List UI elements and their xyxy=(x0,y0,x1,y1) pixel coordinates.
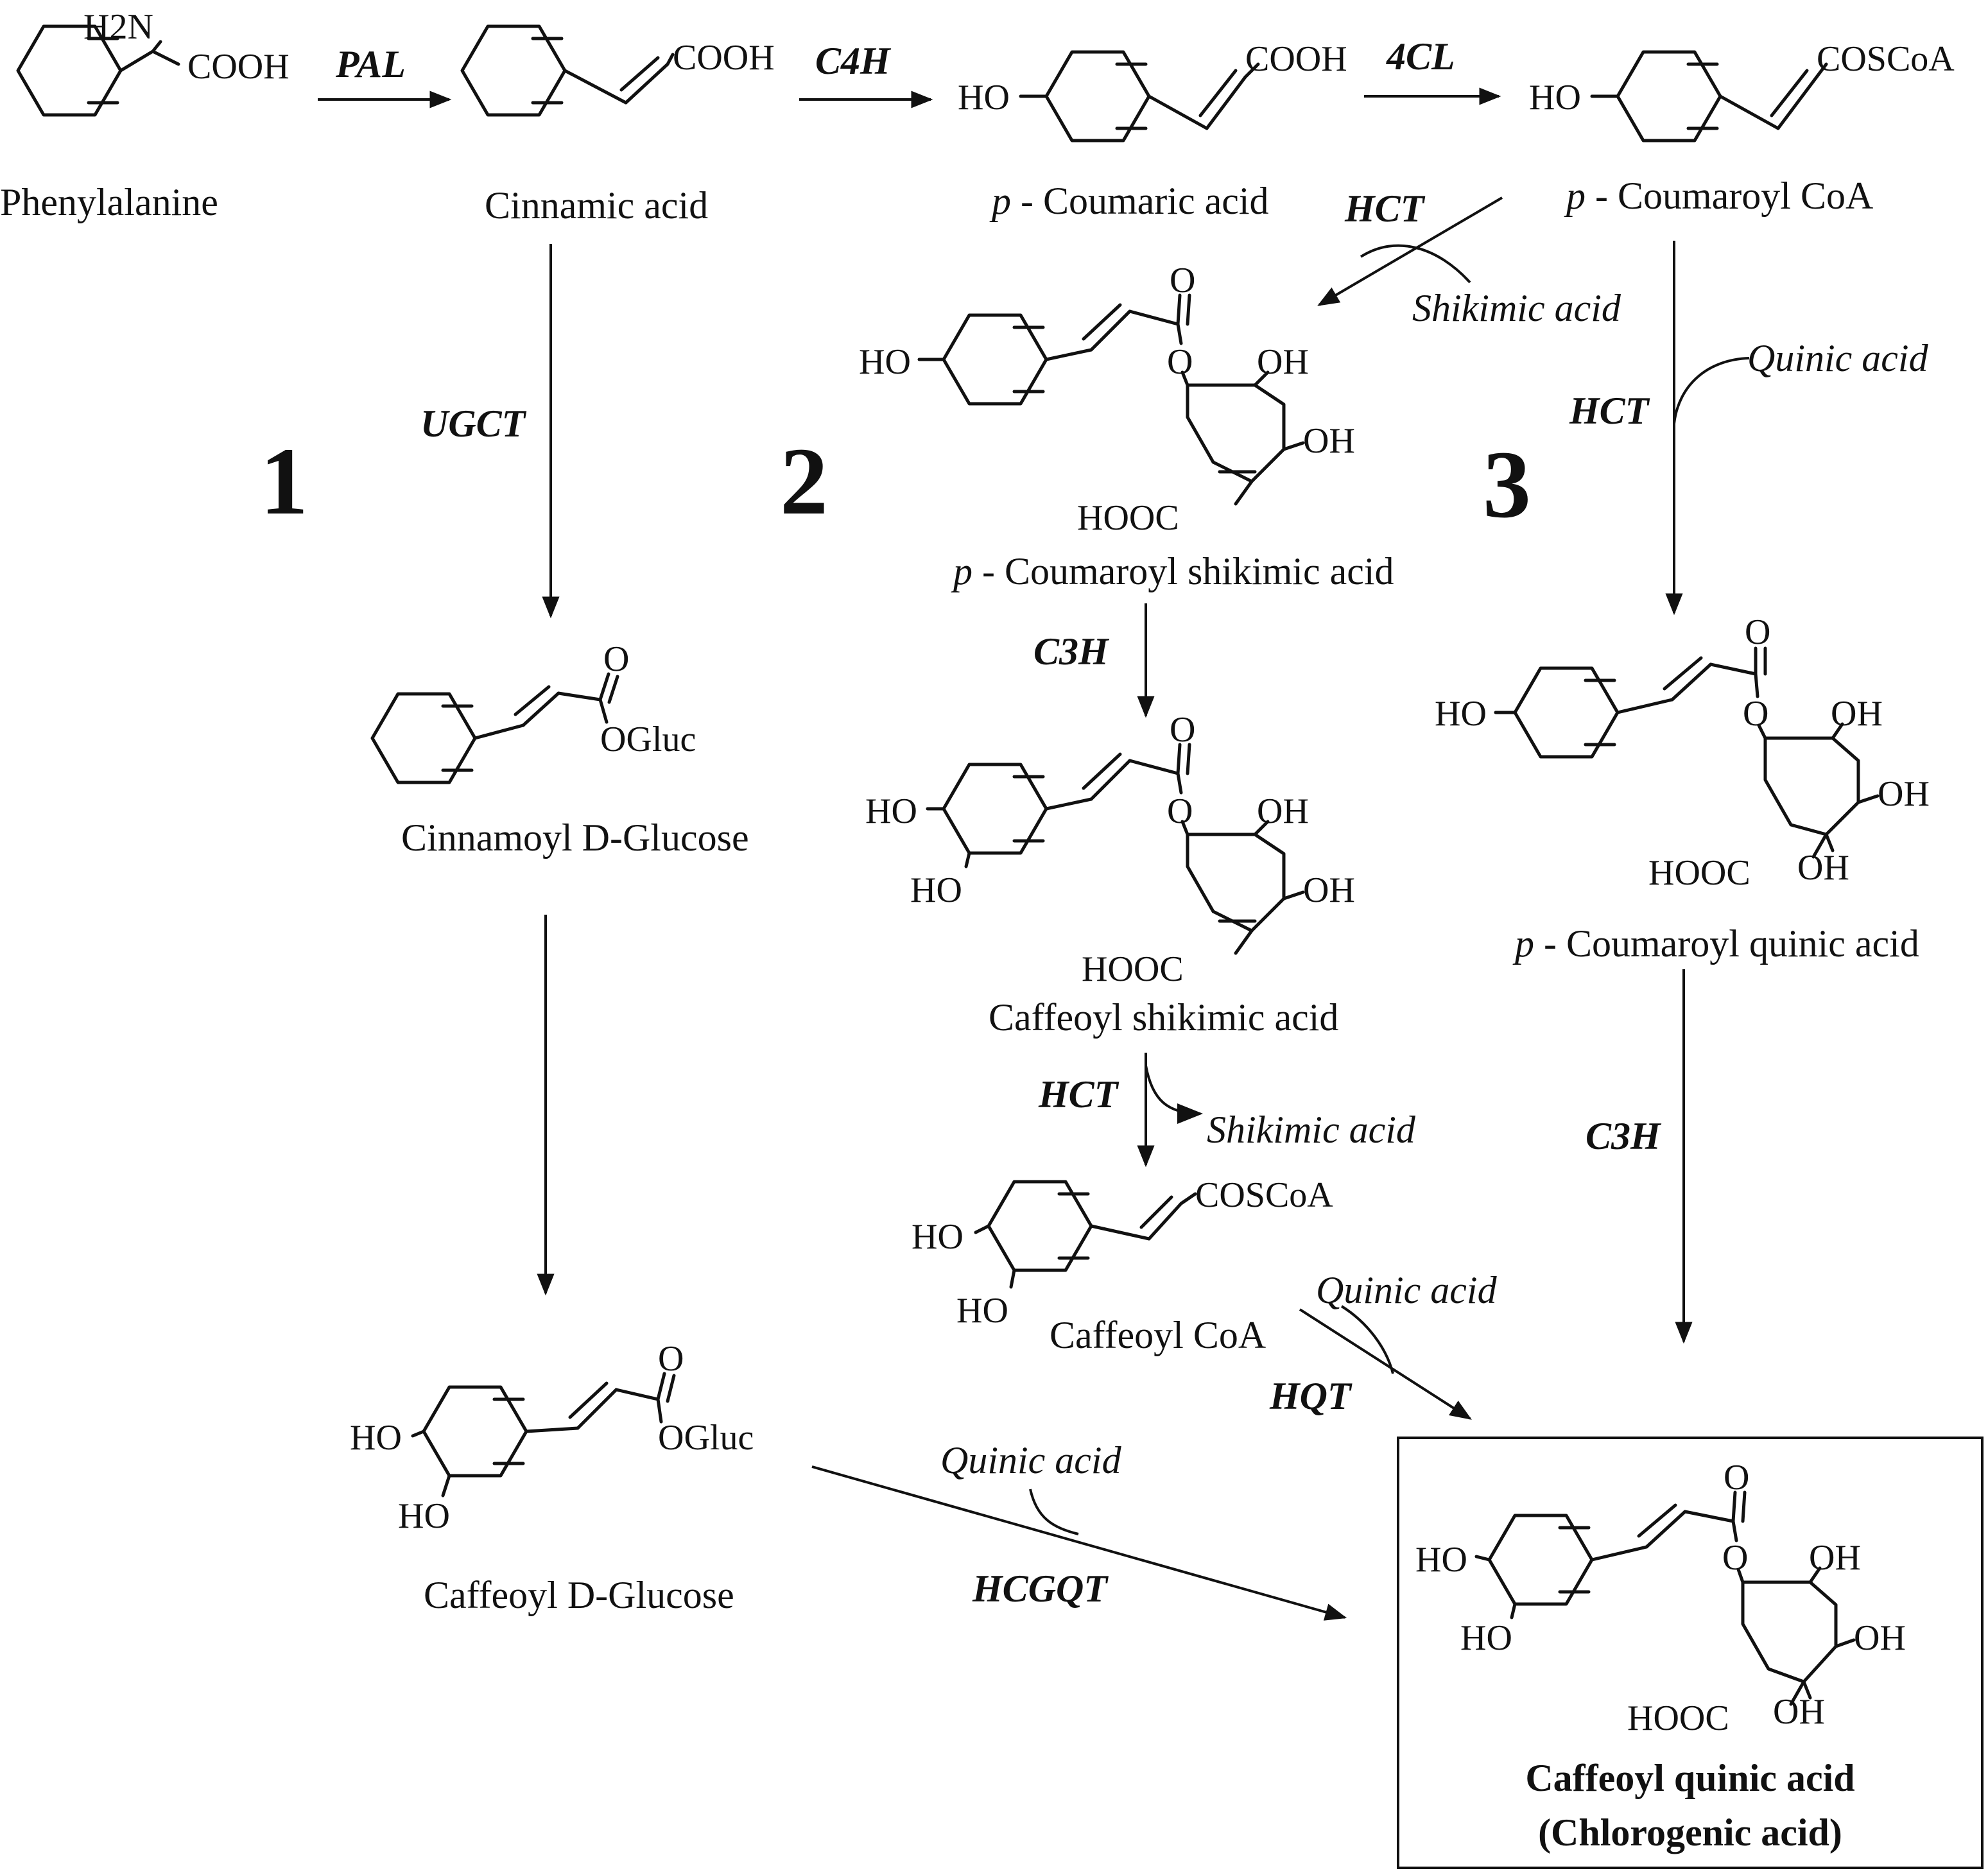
chlorogenic-acid-structure: HO HO O O OH OH HOOC OH xyxy=(1397,1437,1984,1869)
pathway-number-3: 3 xyxy=(1483,431,1531,538)
p-coumaric-acid-structure: HO COOH xyxy=(958,39,1347,142)
enzyme-c3h-2: C3H xyxy=(1586,1115,1662,1157)
cq-ester-o-label: O xyxy=(1743,694,1768,734)
arrow-hcgqt xyxy=(811,1465,1347,1621)
caf-shik-hooc-label: HOOC xyxy=(1082,949,1184,989)
cofactor-quinic-acid-3: Quinic acid xyxy=(940,1439,1122,1481)
cofactor-shikimic-acid-1: Shikimic acid xyxy=(1412,287,1621,329)
caf-coa-ho2-label: HO xyxy=(956,1291,1008,1331)
caf-shik-ho1-label: HO xyxy=(865,791,917,831)
cinnamic-acid-structure: COOH xyxy=(460,24,775,117)
phenylalanine-name: Phenylalanine xyxy=(0,181,218,223)
cqa-ester-o-label: O xyxy=(1722,1538,1748,1578)
cqa-oh1-label: OH xyxy=(1809,1538,1861,1578)
p-coumaroyl-quinic-acid-name: p - Coumaroyl quinic acid xyxy=(1512,922,1919,965)
caffeoyl-coa-name: Caffeoyl CoA xyxy=(1050,1314,1266,1356)
cg-carbonyl-o-label: O xyxy=(603,639,629,679)
cinnamic-acid-name: Cinnamic acid xyxy=(485,184,708,227)
enzyme-4cl: 4CL xyxy=(1386,35,1455,78)
caf-shik-ho2-label: HO xyxy=(910,870,962,910)
cinnamic-cooh-label: COOH xyxy=(673,38,775,78)
caffeoyl-shikimic-acid-structure: HO HO O O OH OH HOOC xyxy=(865,710,1355,989)
arrow-hct-shikimate xyxy=(1317,196,1503,306)
caffeoyl-quinic-acid-name: Caffeoyl quinic acid xyxy=(1525,1757,1854,1799)
shik-ester-o-label: O xyxy=(1167,342,1193,382)
caf-g-ho2-label: HO xyxy=(398,1496,450,1536)
quinic-acid-input-curve-hct xyxy=(1673,357,1750,424)
shik-ho-label: HO xyxy=(859,342,911,382)
enzyme-hqt: HQT xyxy=(1269,1375,1353,1417)
cqa-hooc-label: HOOC xyxy=(1627,1698,1729,1738)
caffeoyl-d-glucose-structure: HO HO O OGluc xyxy=(350,1339,754,1536)
enzyme-hct-1: HCT xyxy=(1344,187,1426,230)
enzyme-hct-2: HCT xyxy=(1569,390,1650,432)
cq-ho-label: HO xyxy=(1435,694,1487,734)
h2n-label: H2N xyxy=(83,7,153,47)
enzyme-hct-3: HCT xyxy=(1038,1073,1119,1116)
chlorogenic-acid-name: (Chlorogenic acid) xyxy=(1538,1811,1842,1854)
coscoa-label: COSCoA xyxy=(1817,39,1955,79)
cqa-ho2-label: HO xyxy=(1460,1618,1512,1658)
caffeoyl-d-glucose-name: Caffeoyl D-Glucose xyxy=(424,1574,734,1616)
shik-carbonyl-o-label: O xyxy=(1170,261,1195,300)
shikimic-acid-input-curve xyxy=(1360,244,1471,284)
p-coumaric-acid-name: p - Coumaric acid xyxy=(989,180,1269,222)
cqa-ho1-label: HO xyxy=(1415,1540,1467,1580)
cooh-label: COOH xyxy=(187,47,290,87)
coa-ho-label: HO xyxy=(1529,78,1581,117)
enzyme-hcgqt: HCGQT xyxy=(972,1567,1109,1610)
p-coumaroyl-coa-name: p - Coumaroyl CoA xyxy=(1564,175,1873,217)
coumaric-cooh-label: COOH xyxy=(1245,39,1347,79)
p-coumaroyl-shikimic-acid-structure: HO O O OH OH HOOC xyxy=(859,261,1355,538)
cofactor-shikimic-acid-2: Shikimic acid xyxy=(1207,1109,1416,1151)
cg-ogluc-label: OGluc xyxy=(600,720,696,759)
cqa-carbonyl-o-label: O xyxy=(1724,1458,1749,1498)
caf-g-ogluc-label: OGluc xyxy=(658,1418,754,1458)
cq-oh3-label: OH xyxy=(1797,848,1849,888)
cq-oh2-label: OH xyxy=(1878,774,1930,814)
phenylalanine-structure: H2N COOH xyxy=(16,7,290,117)
quinic-acid-input-curve-hcgqt xyxy=(1029,1489,1079,1535)
arrow-hqt xyxy=(1299,1308,1472,1420)
cofactor-quinic-acid-2: Quinic acid xyxy=(1316,1269,1498,1311)
quinic-acid-input-curve-hqt xyxy=(1340,1305,1394,1374)
cinnamoyl-d-glucose-structure: O OGluc xyxy=(370,639,696,784)
caffeoyl-coa-structure: HO HO COSCoA xyxy=(912,1175,1333,1331)
cq-carbonyl-o-label: O xyxy=(1745,612,1770,652)
p-coumaroyl-coa-structure: HO COSCoA xyxy=(1529,39,1955,142)
enzyme-pal: PAL xyxy=(335,43,406,85)
caf-shik-ester-o-label: O xyxy=(1167,791,1193,831)
caf-coa-ho1-label: HO xyxy=(912,1217,964,1257)
shik-oh2-label: OH xyxy=(1303,421,1355,461)
caf-g-ho1-label: HO xyxy=(350,1418,402,1458)
enzyme-c3h-1: C3H xyxy=(1033,630,1110,673)
cofactor-quinic-acid-1: Quinic acid xyxy=(1747,337,1929,379)
cqa-oh2-label: OH xyxy=(1854,1618,1906,1658)
pathway-number-2: 2 xyxy=(780,428,828,535)
caf-shik-oh1-label: OH xyxy=(1257,791,1309,831)
caf-g-carbonyl-o-label: O xyxy=(658,1339,684,1379)
cq-hooc-label: HOOC xyxy=(1648,853,1750,893)
coumaric-ho-label: HO xyxy=(958,78,1010,117)
shikimic-acid-release-curve xyxy=(1145,1065,1203,1124)
p-coumaroyl-quinic-acid-structure: HO O O OH OH HOOC OH xyxy=(1435,612,1930,893)
caffeoyl-shikimic-acid-name: Caffeoyl shikimic acid xyxy=(989,996,1338,1039)
caf-shik-carbonyl-o-label: O xyxy=(1170,710,1195,750)
enzyme-ugct: UGCT xyxy=(420,402,527,445)
caf-shik-oh2-label: OH xyxy=(1303,870,1355,910)
cqa-oh3-label: OH xyxy=(1773,1692,1825,1732)
cinnamoyl-d-glucose-name: Cinnamoyl D-Glucose xyxy=(401,816,749,859)
shik-oh1-label: OH xyxy=(1257,342,1309,382)
enzyme-c4h: C4H xyxy=(815,40,892,82)
cq-oh1-label: OH xyxy=(1831,694,1883,734)
product-box xyxy=(1397,1437,1984,1869)
pathway-number-1: 1 xyxy=(260,428,308,535)
caf-coa-coscoa-label: COSCoA xyxy=(1195,1175,1333,1215)
shik-hooc-label: HOOC xyxy=(1077,498,1179,538)
p-coumaroyl-shikimic-acid-name: p - Coumaroyl shikimic acid xyxy=(951,550,1394,592)
